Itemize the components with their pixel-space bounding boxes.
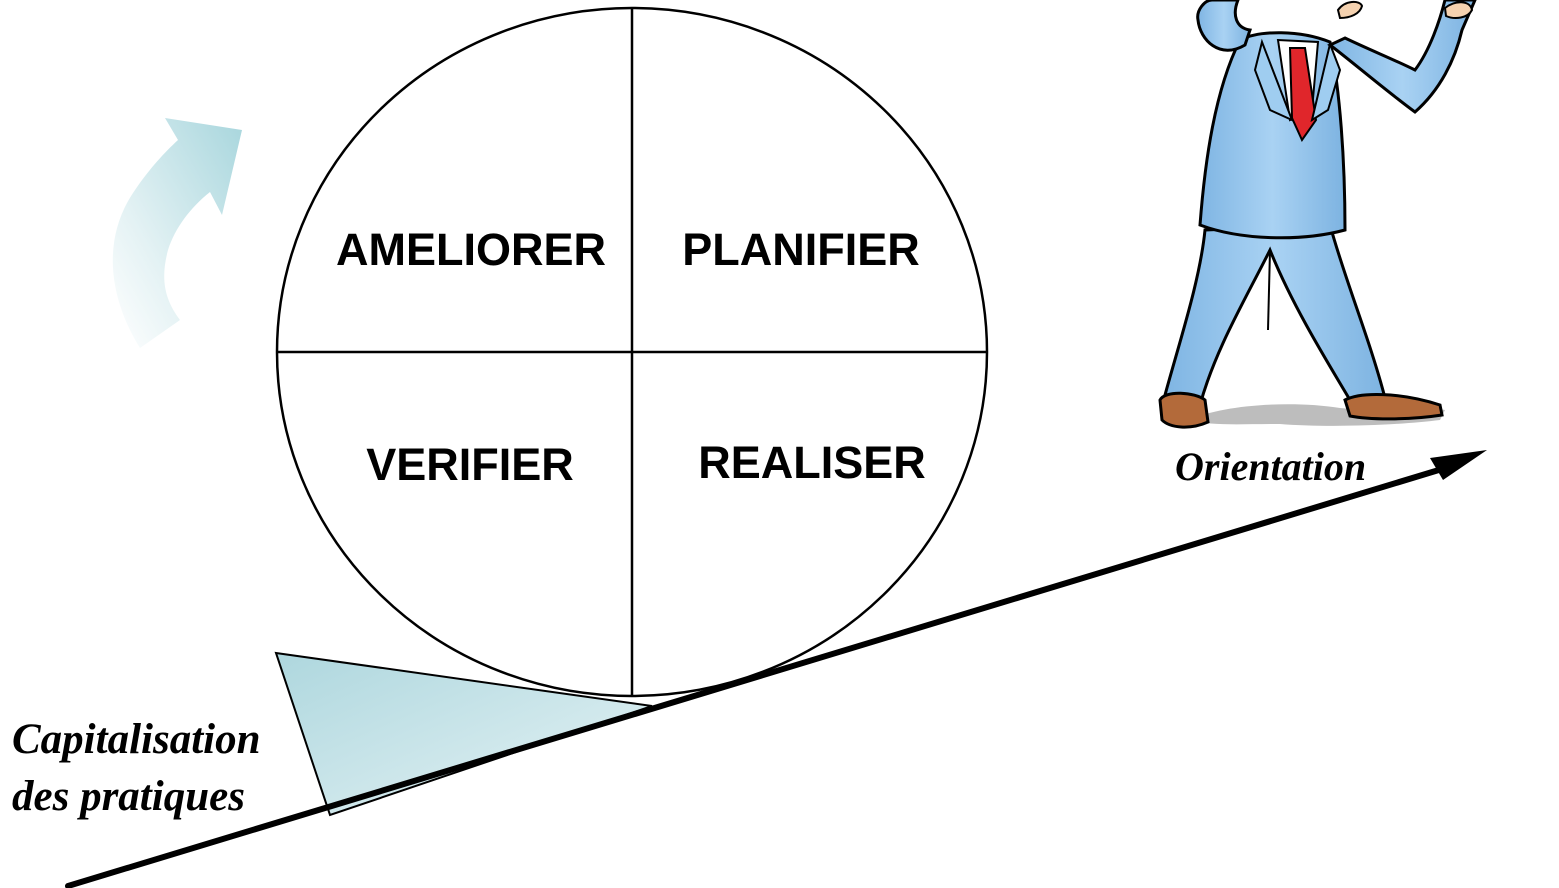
pdca-wheel: AMELIORER PLANIFIER VERIFIER REALISER: [275, 6, 989, 698]
capitalisation-label-line2: des pratiques: [12, 773, 245, 820]
businessman-figure-icon: [1158, 0, 1477, 429]
curved-up-arrow-icon: [112, 118, 242, 348]
orientation-label: Orientation: [1175, 444, 1366, 489]
slope-arrow-icon: [65, 450, 1487, 888]
quadrant-label-planifier: PLANIFIER: [682, 224, 920, 275]
quadrant-label-verifier: VERIFIER: [366, 439, 574, 490]
quadrant-label-realiser: REALISER: [698, 437, 926, 488]
capitalisation-label-line1: Capitalisation: [12, 716, 261, 763]
quadrant-label-ameliorer: AMELIORER: [336, 224, 606, 275]
